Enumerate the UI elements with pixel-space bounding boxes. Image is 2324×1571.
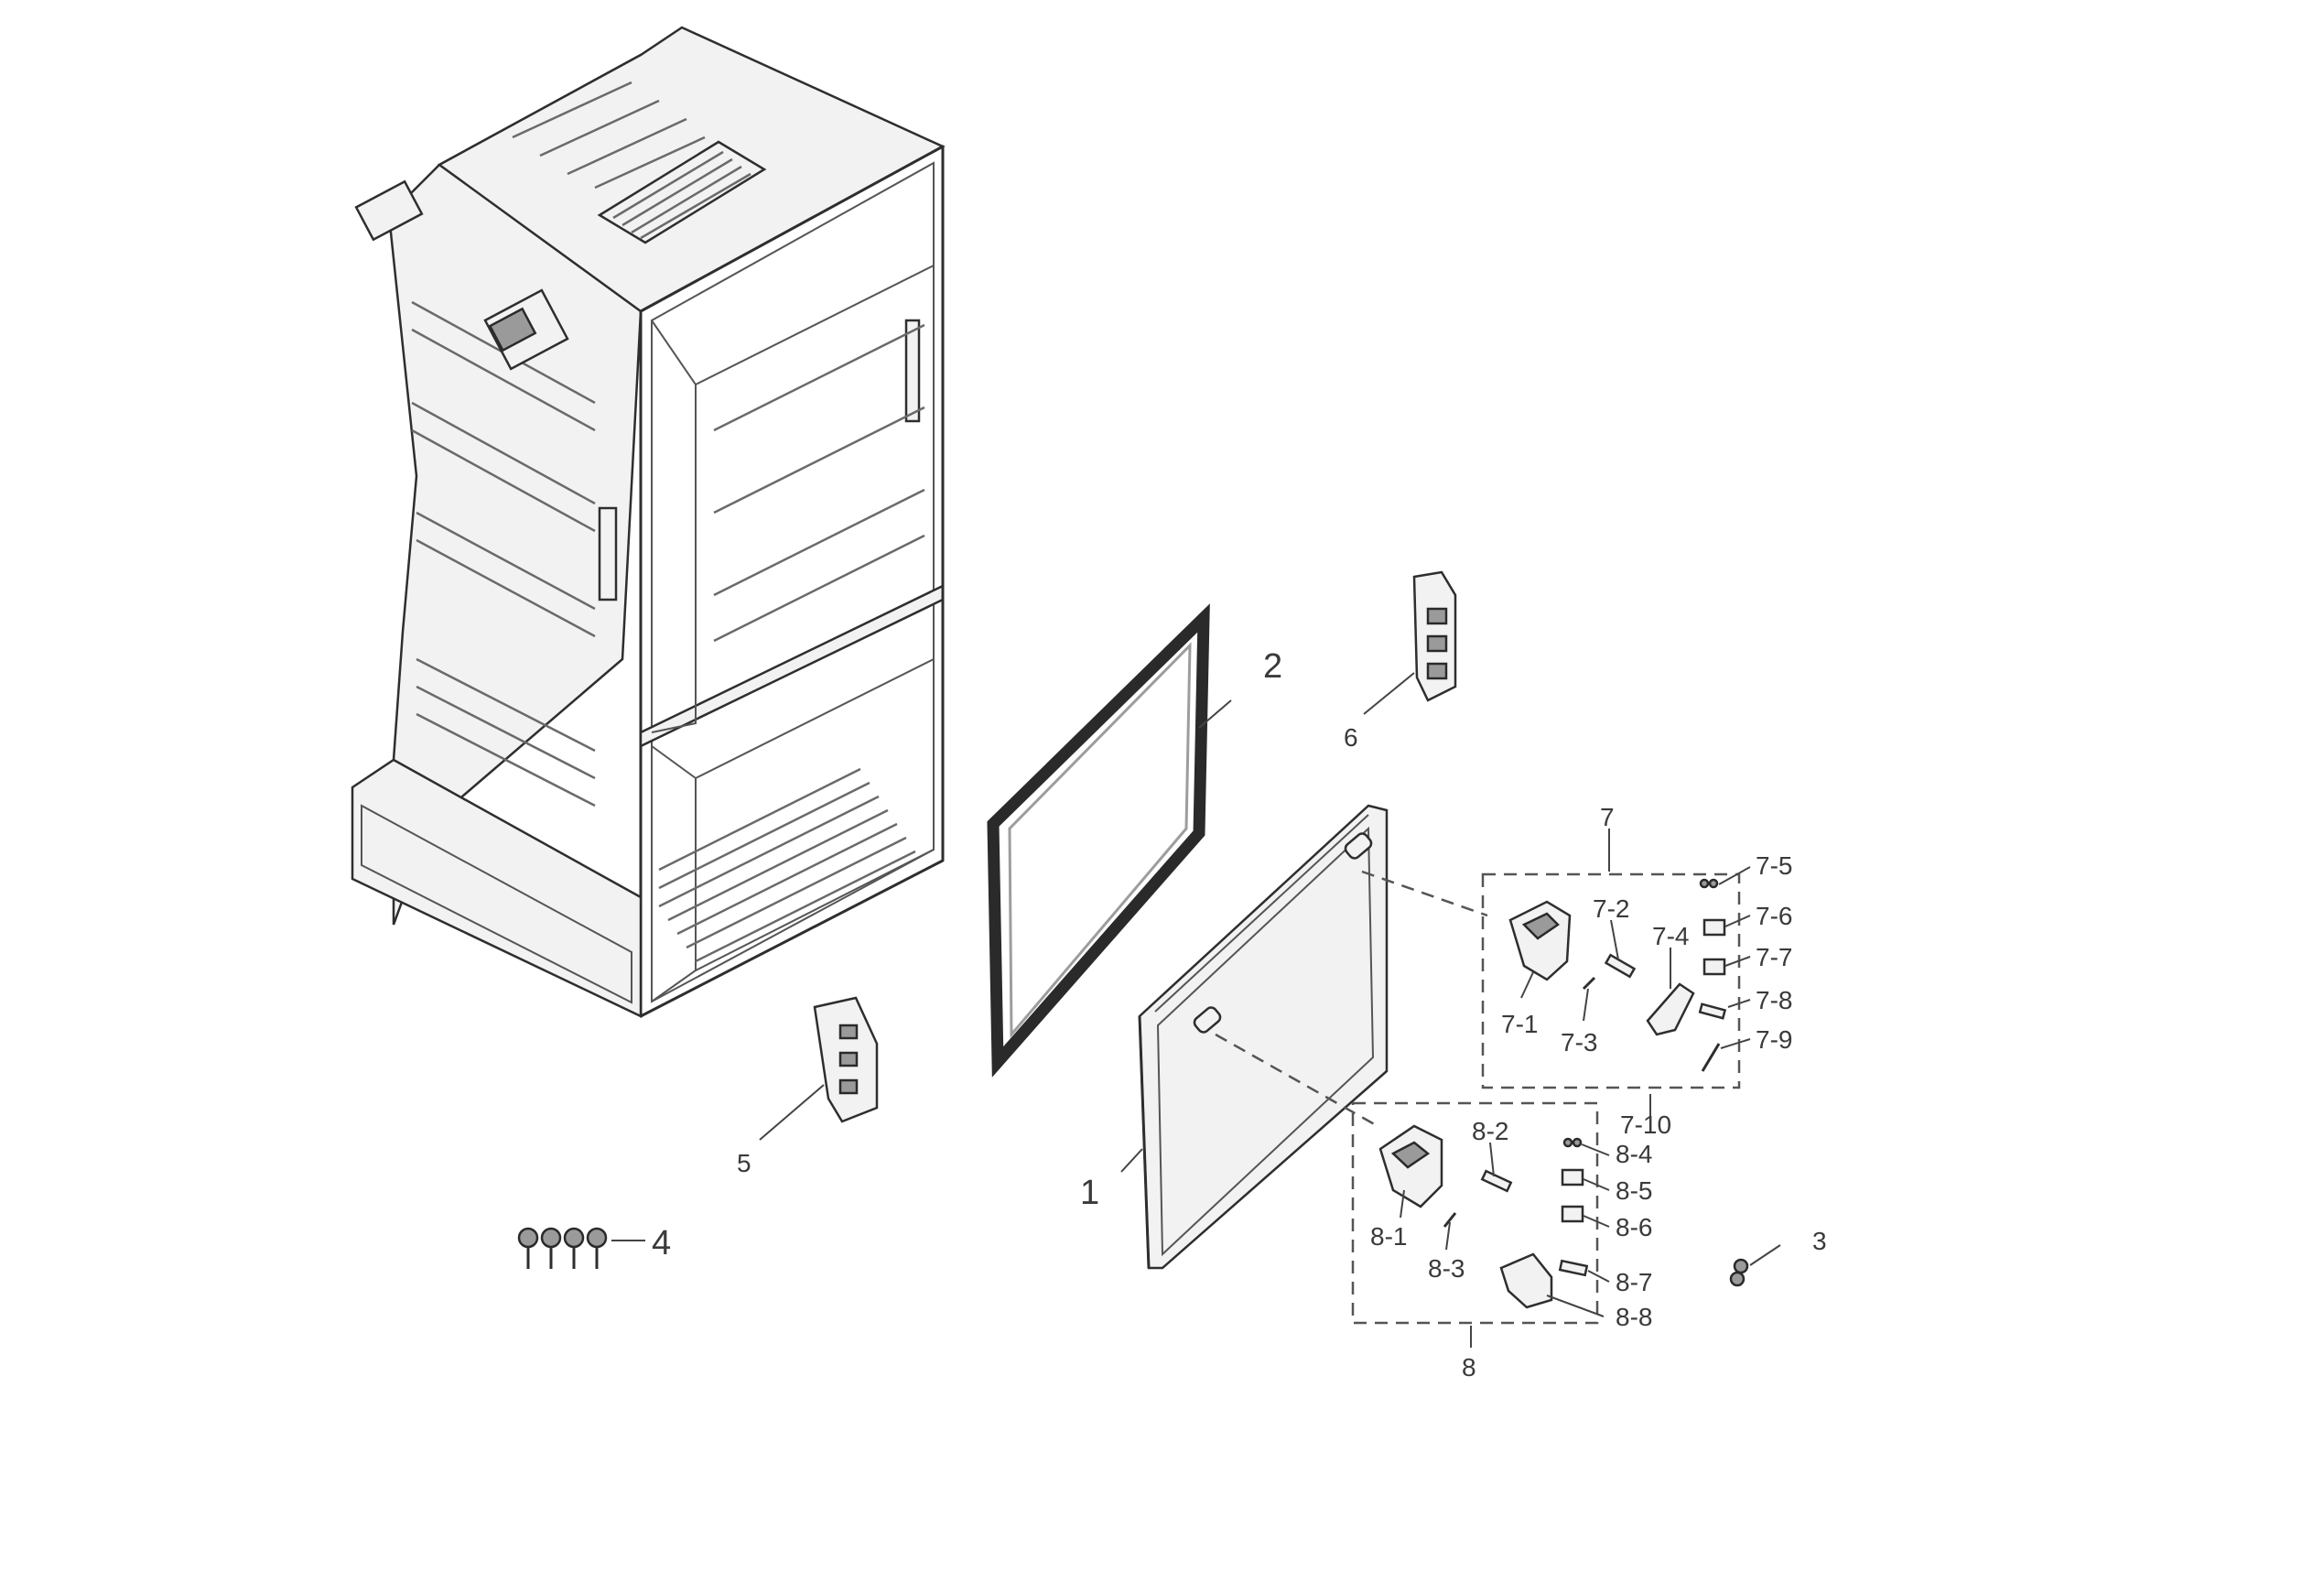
callout-8-3: 8-3 [1428,1254,1465,1283]
callout-8-1: 8-1 [1370,1222,1407,1251]
callout-1: 1 [1080,1174,1099,1212]
hinge-assembly-part-7 [1361,870,1741,1089]
callout-7-8: 7-8 [1756,986,1792,1014]
callout-8-8: 8-8 [1616,1303,1652,1331]
callout-7-5: 7-5 [1756,851,1792,880]
callout-7-10: 7-10 [1620,1111,1671,1139]
callout-8-5: 8-5 [1616,1176,1652,1205]
callout-2: 2 [1263,647,1282,686]
hinge-bracket-part-5 [813,996,879,1123]
callout-labels: 1 2 3 4 5 6 7 7-1 7-2 7-3 7-4 7-5 7-6 7-… [652,647,1827,1381]
callout-4: 4 [652,1224,671,1262]
callout-8-6: 8-6 [1616,1213,1652,1241]
callout-7-7: 7-7 [1756,943,1792,971]
leader-lines [611,672,1781,1348]
callout-7-1: 7-1 [1501,1010,1538,1038]
door-gasket-part-2 [987,603,1210,1078]
callout-7-3: 7-3 [1561,1028,1597,1056]
callout-8: 8 [1462,1353,1476,1381]
callout-8-7: 8-7 [1616,1268,1652,1296]
callout-7-4: 7-4 [1652,922,1689,950]
callout-7-2: 7-2 [1593,894,1629,923]
hinge-bracket-part-6 [1412,570,1457,702]
callout-7-9: 7-9 [1756,1025,1792,1054]
callout-8-2: 8-2 [1472,1117,1508,1145]
callout-5: 5 [737,1149,751,1177]
callout-6: 6 [1344,723,1358,752]
screws-part-3 [1729,1258,1749,1287]
callout-8-4: 8-4 [1616,1140,1652,1168]
screws-part-4 [517,1227,608,1269]
refrigerator-cabinet [351,26,946,1018]
callout-7: 7 [1600,803,1615,831]
callout-3: 3 [1812,1227,1827,1255]
freezer-door-part-1 [1138,804,1389,1270]
callout-7-6: 7-6 [1756,902,1792,930]
hinge-assembly-part-8 [1215,1033,1599,1325]
